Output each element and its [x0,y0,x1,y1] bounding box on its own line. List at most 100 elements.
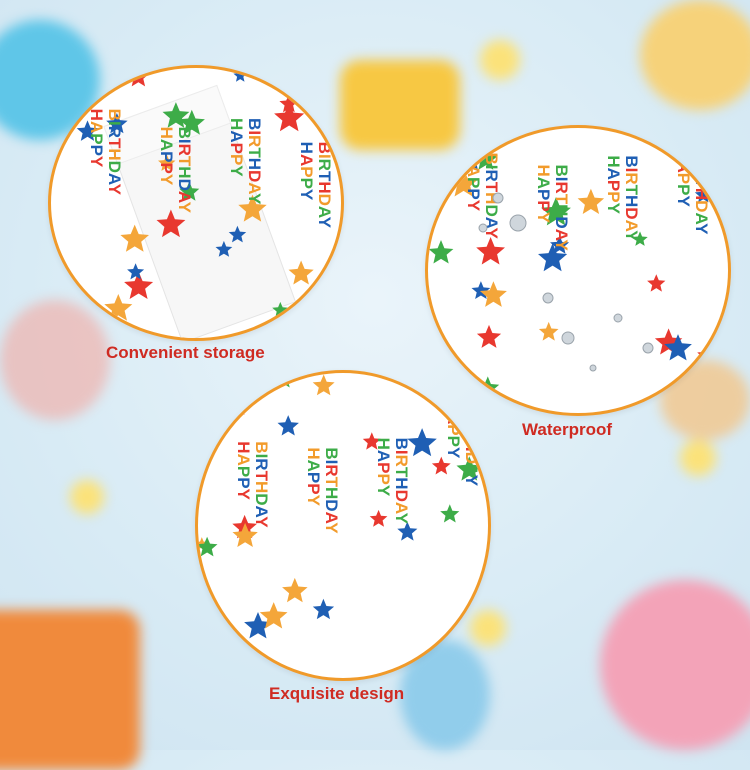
pattern-word: HAPPY [464,152,483,211]
star-icon [124,271,154,299]
pattern-word: HAPPY [87,109,106,168]
star-icon [428,143,446,170]
star-decoration [480,40,520,80]
star-icon [647,274,666,292]
star-icon [272,301,289,318]
firework-decoration [0,300,110,420]
star-decoration [680,440,716,476]
crown-decoration [340,60,460,150]
star-icon [238,194,267,222]
pattern-word: BIRTHDAY [552,164,571,251]
star-icon [178,109,205,135]
pattern-word: BIRTHDAY [322,447,341,534]
star-icon [451,373,474,391]
pattern-word: BIRTHDAY [622,155,641,242]
star-icon [51,83,67,106]
star-icon [162,102,190,128]
star-icon [664,334,692,361]
star-icon [426,653,441,667]
water-droplets [478,192,654,372]
star-icon [448,168,479,197]
star-icon [440,504,460,523]
star-icon [221,387,250,415]
star-icon [312,374,335,396]
cupcake-decoration [640,0,750,110]
star-icon [61,292,87,317]
star-icon [312,598,335,620]
star-icon [198,536,218,557]
pattern-word: BIRTHDAY [392,438,411,525]
star-icon [215,240,233,257]
star-icon [697,345,717,365]
star-icon [362,432,381,450]
design-pattern: HAPPYBIRTHDAYHAPPYBIRTHDAYHAPPYBIRTHDAYH… [198,373,482,667]
caption-exquisite-design: Exquisite design [269,684,405,703]
star-icon [473,146,498,170]
star-icon [277,415,299,436]
star-icon [106,112,128,134]
star-icon [156,209,186,238]
star-icon [127,263,145,280]
star-icon [369,509,388,527]
pattern-word: BIRTHDAY [315,142,334,229]
pattern-word: HAPPY [534,164,553,223]
gift-box-decoration [0,610,140,770]
star-icon [232,522,258,547]
star-icon [76,120,99,141]
pattern-word: BIRTHDAY [175,127,194,214]
pattern-word: HAPPY [227,118,246,177]
pattern-word: HAPPY [374,438,393,497]
star-icon [179,181,200,201]
star-decoration [70,480,104,514]
star-icon [476,376,500,399]
star-icon [456,456,482,481]
star-icon [158,154,176,171]
star-decoration [470,610,506,646]
pattern-word: HAPPY [444,400,463,459]
star-icon [244,612,272,639]
pattern-word: HAPPY [304,447,323,506]
waterproof-pattern: HAPPYBIRTHDAYHAPPYBIRTHDAYHAPPYBIRTHDAYH… [428,143,717,403]
star-icon [120,224,149,252]
star-icon [457,147,484,172]
caption-waterproof: Waterproof [522,420,613,439]
star-icon [541,197,571,226]
star-icon [233,68,248,82]
pattern-word: BIRTHDAY [462,400,481,487]
pattern-word: BIRTHDAY [692,148,711,235]
star-icon [202,373,232,395]
pattern-word: BIRTHDAY [245,118,264,205]
star-icon [688,375,717,403]
star-icon [476,237,505,265]
star-icon [259,602,288,629]
pattern-word: HAPPY [234,441,253,500]
star-icon [288,260,314,285]
star-icon [397,521,418,541]
caption-convenient-storage: Convenient storage [106,343,265,362]
pattern-word: BIRTHDAY [105,109,124,196]
star-icon [428,240,454,264]
star-icon [431,456,451,475]
star-icon [282,577,308,603]
pattern-word: HAPPY [157,127,176,186]
pattern-word: HAPPY [604,155,623,214]
star-icon [104,294,133,321]
pattern-word: HAPPY [297,142,316,201]
star-icon [228,225,247,243]
star-icon [538,243,568,272]
star-icon [407,428,437,457]
star-icon [127,68,150,87]
star-icon [577,188,605,214]
star-icon [479,281,507,307]
cake-decoration [600,580,750,750]
star-icon [632,231,648,246]
star-icon [274,102,305,132]
star-icon [276,373,293,388]
folded-bag-illustration: HAPPYBIRTHDAYHAPPYBIRTHDAYHAPPYBIRTHDAYH… [51,68,334,338]
pattern-word: HAPPY [674,148,693,207]
star-icon [279,94,299,113]
